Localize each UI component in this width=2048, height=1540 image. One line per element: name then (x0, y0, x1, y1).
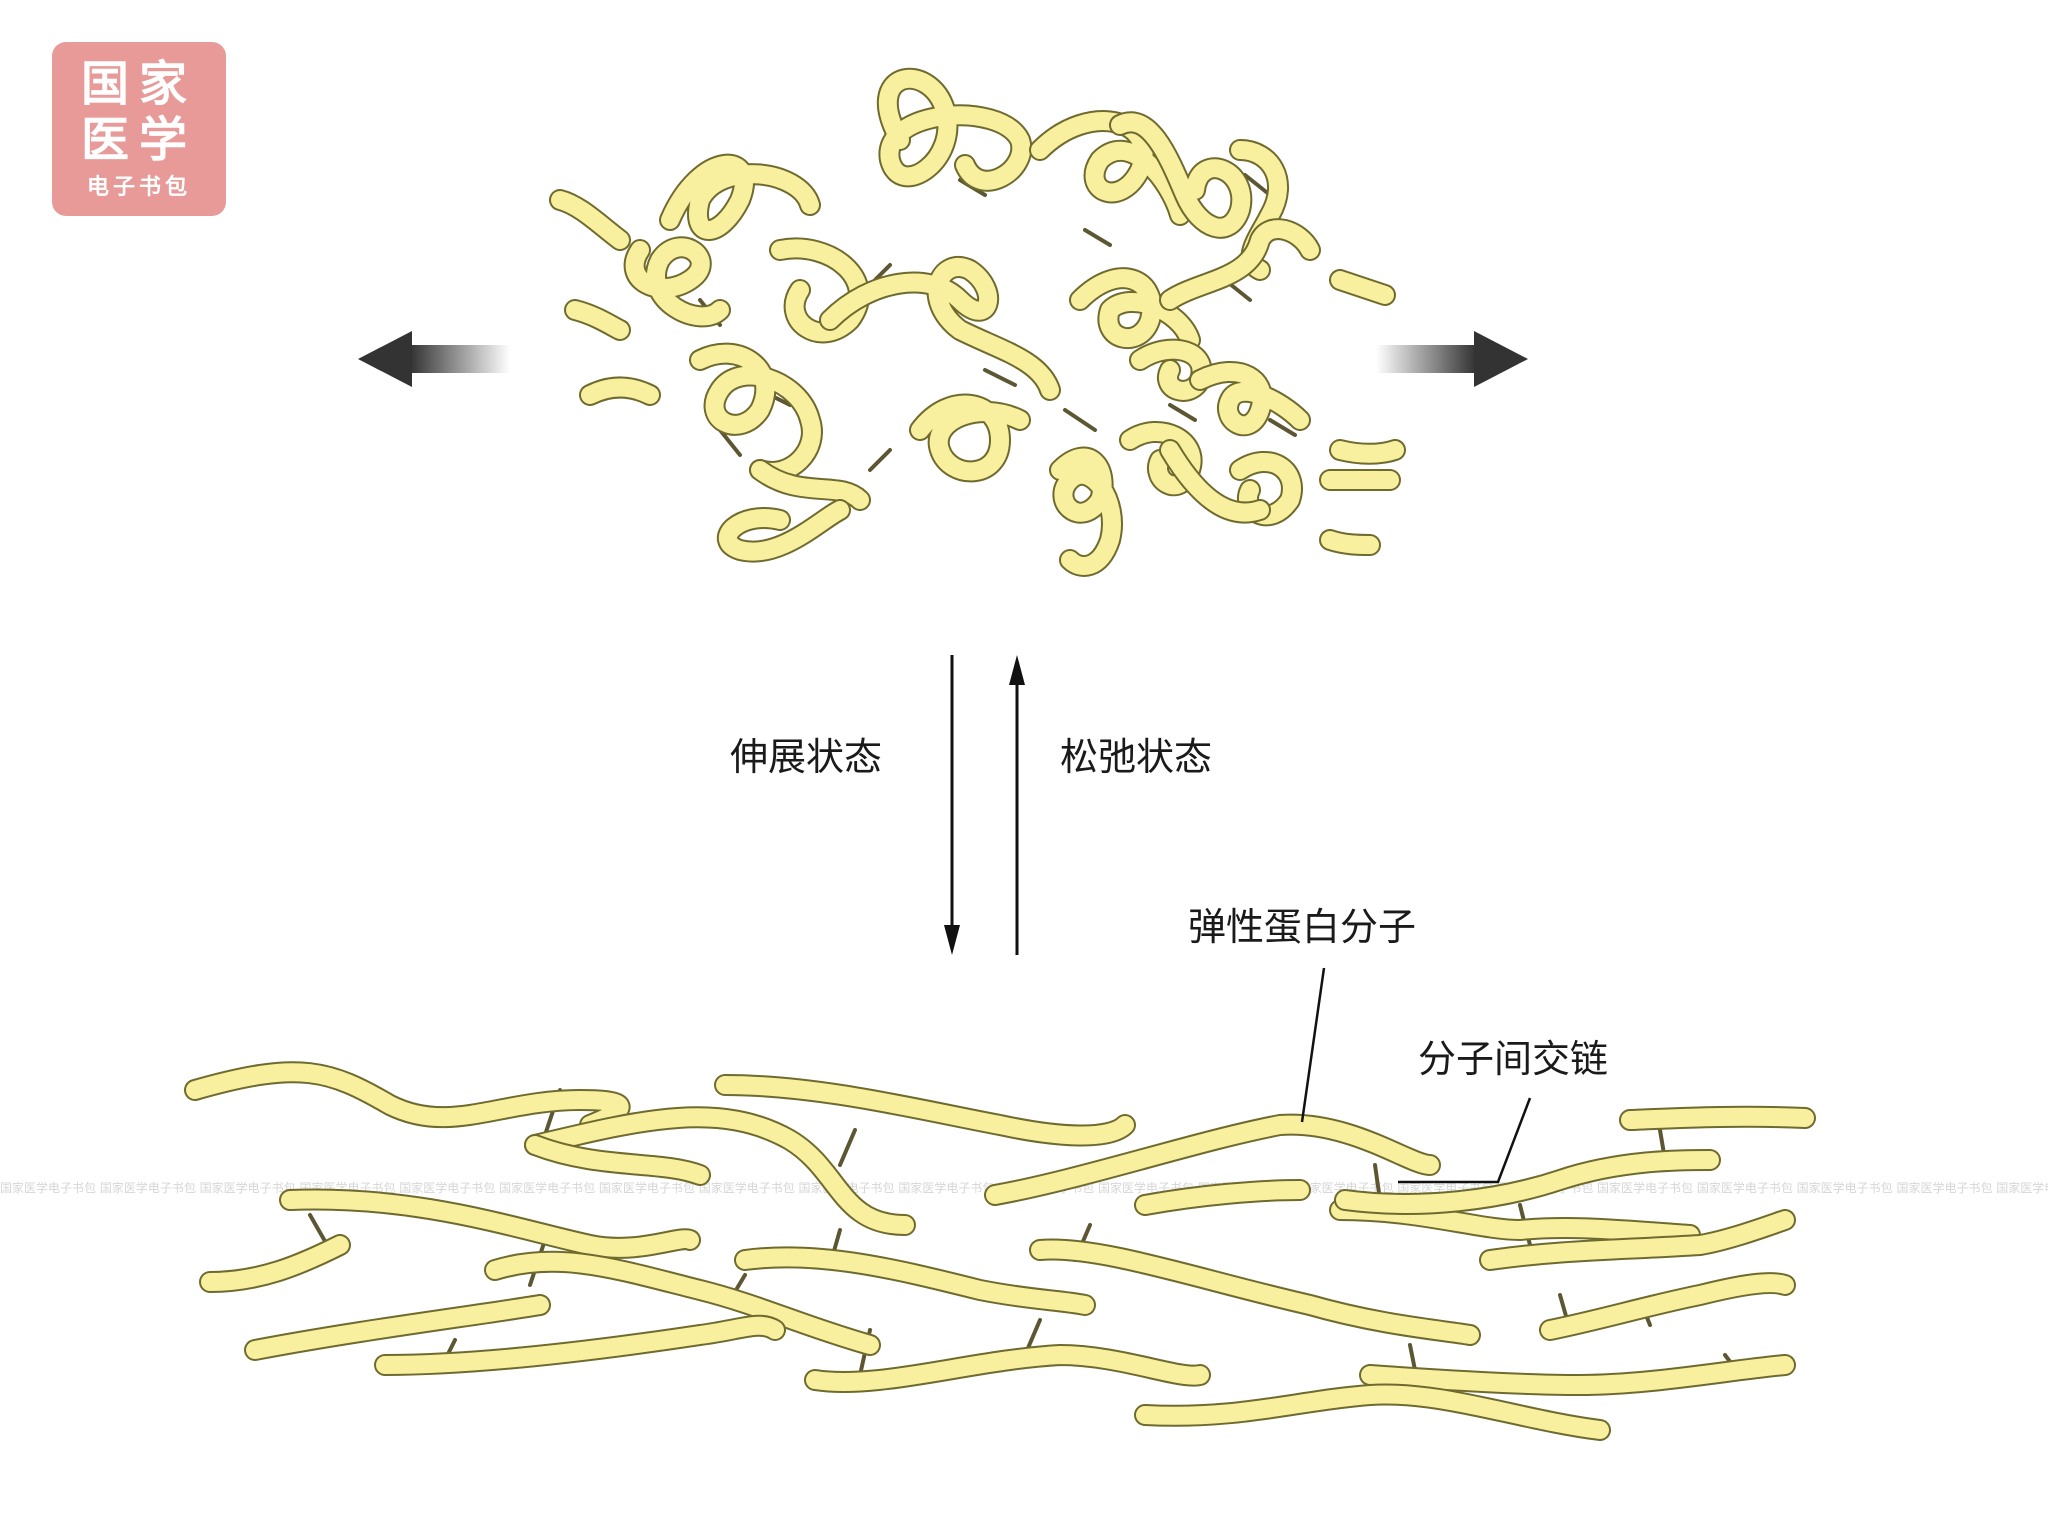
relaxed-crosslink (1268, 418, 1297, 437)
stretched-elastin-molecule (986, 1115, 1439, 1204)
relaxed-crosslink (1243, 173, 1272, 197)
coiled-elastin-molecule (821, 258, 1059, 399)
stretched-elastin-molecule (806, 1346, 1209, 1392)
stretched-elastin-molecule (281, 1190, 699, 1257)
relaxed-crosslink (1168, 403, 1197, 422)
crosslink-leader (1398, 1097, 1532, 1184)
coiled-elastin-molecule (1331, 441, 1404, 463)
coiled-elastin-molecule (1111, 113, 1251, 237)
stretched-elastin-molecule (1031, 1240, 1479, 1344)
coiled-elastin-molecule (551, 191, 629, 249)
stretched-elastin-molecule (186, 1063, 629, 1134)
coiled-elastin-molecule (661, 155, 819, 239)
logo-line-1: 国家 (80, 56, 197, 112)
coiled-elastin-molecule (718, 501, 849, 561)
stretched-elastin-molecule (246, 1296, 549, 1359)
stretched-elastin-molecule (526, 1108, 914, 1234)
relaxed-crosslink (1083, 228, 1112, 247)
relaxed-crosslink (1063, 408, 1097, 432)
stretched-elastin-molecule (1336, 1151, 1719, 1213)
publisher-logo: 国家 医学 电子书包 (52, 42, 226, 216)
coiled-elastin-molecule (1031, 112, 1189, 224)
coiled-elastin-molecule (691, 344, 821, 481)
coiled-elastin-molecule (1051, 448, 1121, 575)
stretched-elastin-molecule (1621, 1107, 1814, 1129)
stretched-elastin-molecule (1541, 1274, 1794, 1339)
relaxed-coiled-molecules (549, 67, 1406, 577)
coiled-elastin-molecule (751, 461, 869, 509)
coiled-elastin-molecule (566, 301, 629, 339)
coiled-elastin-molecule (581, 378, 659, 404)
relaxed-state-label: 松弛状态 (1060, 735, 1212, 779)
logo-line-3: 电子书包 (86, 174, 191, 200)
stretched-elastin-molecule (1136, 1181, 1309, 1214)
coiled-elastin-molecule (1071, 269, 1199, 349)
stretched-elastin-molecule (526, 1136, 709, 1184)
stretched-elastin-molecule (1361, 1356, 1794, 1394)
relaxed-crosslink (868, 448, 892, 472)
relaxed-crosslink (718, 428, 742, 457)
stretched-molecules (184, 1061, 1816, 1441)
stretched-state-label: 伸展状态 (730, 735, 882, 779)
right-tension-arrow (1376, 331, 1528, 387)
coiled-elastin-molecule (771, 239, 868, 342)
crosslink-label: 分子间交链 (1418, 1037, 1608, 1081)
stretched-elastin-molecule (376, 1316, 784, 1374)
logo-line-2: 医学 (80, 112, 197, 168)
stretched-elastin-molecule (486, 1252, 879, 1354)
left-tension-arrow (358, 331, 510, 387)
coiled-elastin-molecule (911, 395, 1029, 481)
coiled-elastin-molecule (1161, 441, 1269, 522)
stretched-elastin-molecule (1136, 1385, 1609, 1439)
stretched-elastin-molecule (201, 1236, 349, 1291)
coiled-elastin-molecule (878, 69, 1031, 190)
coiled-elastin-molecule (1161, 220, 1319, 309)
relax-up-arrow (1009, 655, 1025, 955)
coiled-elastin-molecule (1321, 531, 1379, 554)
elastin-molecule-label: 弹性蛋白分子 (1188, 905, 1416, 949)
stretched-elastin-molecule (1481, 1211, 1794, 1269)
stretched-elastin-molecule (716, 1076, 1134, 1145)
stretched-elastin-molecule (736, 1248, 1094, 1314)
coiled-elastin-molecule (625, 238, 729, 326)
relaxed-crosslink (983, 368, 1017, 387)
coiled-elastin-molecule (1331, 271, 1394, 304)
stretch-down-arrow (944, 655, 960, 955)
crosslink-bond (838, 1128, 857, 1167)
coiled-elastin-molecule (1191, 362, 1309, 435)
elastin-molecule-leader (1300, 967, 1326, 1123)
